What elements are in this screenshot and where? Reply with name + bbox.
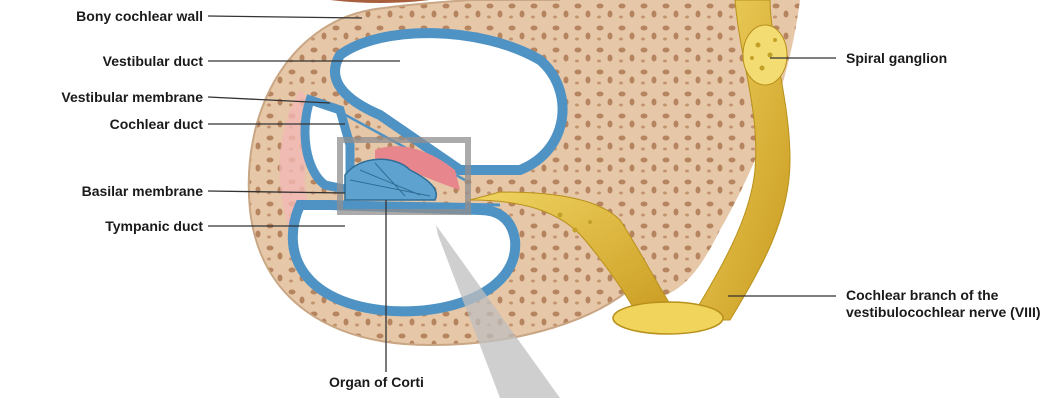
label-tympanic-duct: Tympanic duct <box>105 218 203 235</box>
label-organ-of-corti: Organ of Corti <box>329 374 424 391</box>
label-cochlear-branch: Cochlear branch of the vestibulocochlear… <box>846 287 1053 321</box>
label-cochlear-duct: Cochlear duct <box>110 116 203 133</box>
label-bony-cochlear-wall: Bony cochlear wall <box>76 8 203 25</box>
label-basilar-membrane: Basilar membrane <box>82 183 203 200</box>
label-spiral-ganglion: Spiral ganglion <box>846 50 947 67</box>
label-vestibular-membrane: Vestibular membrane <box>61 89 203 106</box>
label-vestibular-duct: Vestibular duct <box>103 53 203 70</box>
